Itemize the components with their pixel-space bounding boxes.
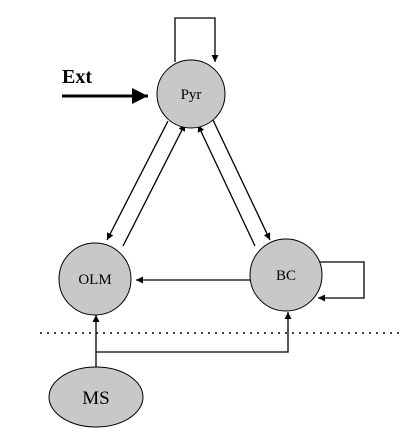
node-pyr-label: Pyr (181, 87, 202, 103)
edge-pyr-to-bc (212, 119, 271, 241)
node-ms-ellipse (48, 366, 144, 428)
node-bc-circle (249, 238, 323, 312)
node-bc: BC (249, 238, 323, 312)
edge-bc-to-pyr (197, 124, 256, 247)
node-ms-label: MS (82, 388, 109, 409)
edge-olm-to-pyr (122, 123, 186, 247)
node-bc-label: BC (276, 268, 296, 284)
edge-pyr-self-loop (174, 17, 219, 62)
node-olm: OLM (58, 242, 132, 316)
node-pyr-circle (156, 59, 226, 129)
node-ms: MS (48, 366, 144, 428)
edge-bc-self-loop (318, 261, 365, 302)
node-olm-circle (58, 242, 132, 316)
edge-pyr-to-olm (106, 120, 169, 241)
ext-input-label: Ext (62, 66, 92, 88)
edge-ms-to-bc (96, 312, 292, 353)
node-olm-label: OLM (78, 272, 111, 288)
node-pyr: Pyr (156, 59, 226, 129)
edges (62, 17, 365, 368)
